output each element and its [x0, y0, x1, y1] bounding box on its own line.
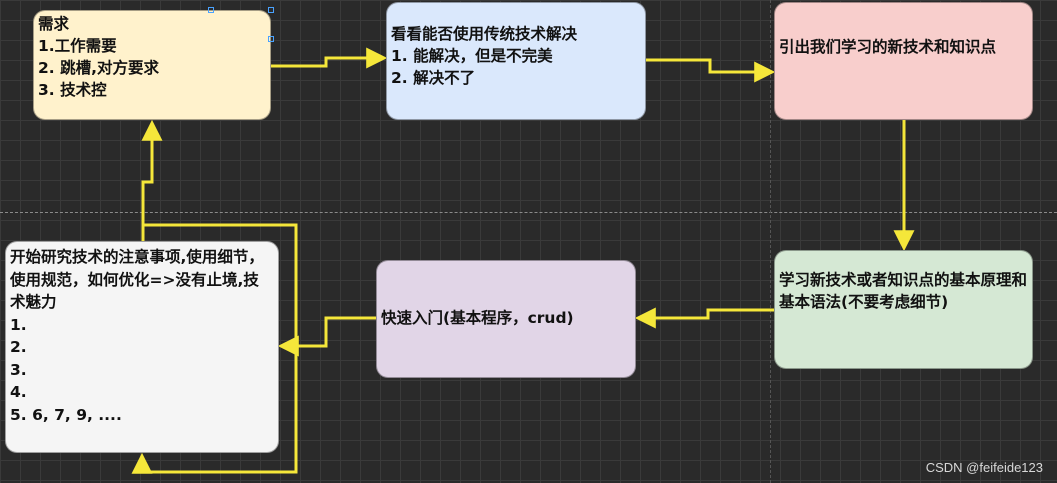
selection-handle[interactable] — [208, 7, 214, 13]
edge-principles-to-quickstart[interactable] — [634, 307, 774, 329]
node-research-notes[interactable]: 开始研究技术的注意事项,使用细节，使用规范，如何优化=>没有止境,技术魅力 1.… — [5, 241, 279, 453]
edge-quickstart-to-notes[interactable] — [277, 316, 376, 357]
notes-item-5: 5. 6, 7, 9, .... — [10, 405, 122, 424]
notes-item-1: 1. — [10, 315, 27, 334]
introduce-text: 引出我们学习的新技术和知识点 — [779, 38, 997, 56]
principles-text: 学习新技术或者知识点的基本原理和基本语法(不要考虑细节) — [779, 271, 1028, 311]
page-divider-vertical — [770, 0, 771, 483]
node-principles[interactable]: 学习新技术或者知识点的基本原理和基本语法(不要考虑细节) — [774, 250, 1033, 369]
notes-title: 开始研究技术的注意事项,使用细节，使用规范，如何优化=>没有止境,技术魅力 — [10, 248, 264, 311]
notes-item-3: 3. — [10, 360, 27, 379]
requirement-item-3: 3. 技术控 — [38, 81, 107, 99]
requirement-item-2: 2. 跳槽,对方要求 — [38, 59, 159, 77]
requirement-item-1: 1.工作需要 — [38, 37, 117, 55]
edge-requirement-to-traditional[interactable] — [271, 47, 388, 69]
requirement-title: 需求 — [38, 15, 70, 33]
selection-handle[interactable] — [268, 7, 274, 13]
node-requirement[interactable]: 需求 1.工作需要 2. 跳槽,对方要求 3. 技术控 — [33, 10, 271, 120]
traditional-item-1: 1. 能解决，但是不完美 — [391, 47, 553, 65]
traditional-title: 看看能否使用传统技术解决 — [391, 25, 578, 43]
node-introduce-new-tech[interactable]: 引出我们学习的新技术和知识点 — [774, 2, 1033, 120]
edge-notes-to-requirement[interactable] — [141, 119, 163, 241]
watermark: CSDN @feifeide123 — [925, 460, 1043, 475]
edge-notes-loop[interactable] — [131, 223, 298, 474]
traditional-item-2: 2. 解决不了 — [391, 69, 476, 87]
page-divider-horizontal — [0, 212, 1057, 213]
notes-item-4: 4. — [10, 383, 27, 401]
notes-item-2: 2. — [10, 338, 27, 356]
node-traditional-tech[interactable]: 看看能否使用传统技术解决 1. 能解决，但是不完美 2. 解决不了 — [386, 2, 646, 120]
node-quickstart[interactable]: 快速入门(基本程序，crud) — [376, 260, 636, 378]
selection-handle[interactable] — [268, 36, 274, 42]
edge-traditional-to-introduce[interactable] — [646, 58, 776, 83]
quickstart-text: 快速入门(基本程序，crud) — [381, 309, 574, 327]
